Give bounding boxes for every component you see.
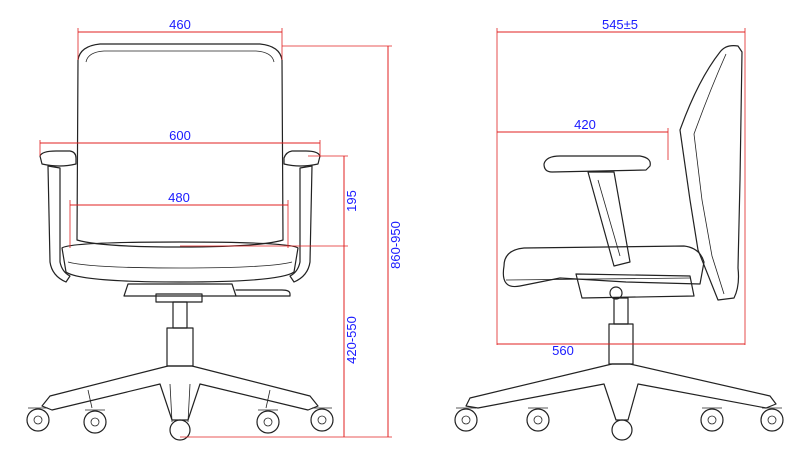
side-arm-post xyxy=(587,171,631,267)
front-gas-cylinder-upper xyxy=(172,301,188,329)
dim-base-depth-text: 560 xyxy=(552,343,574,358)
side-seat-bottom xyxy=(505,277,691,281)
front-base-legs xyxy=(87,383,271,423)
front-left-arm-post xyxy=(47,165,71,283)
side-arm-post-inner xyxy=(597,179,621,257)
front-base xyxy=(41,365,319,421)
front-mechanism-block xyxy=(155,293,203,303)
front-right-armrest xyxy=(283,150,321,167)
dim-arm-height-text: 195 xyxy=(344,190,359,212)
front-seat-edge xyxy=(67,261,293,269)
front-casters xyxy=(26,407,334,441)
side-mechanism xyxy=(575,273,695,299)
front-backrest xyxy=(76,43,284,248)
side-view: 545±5 420 560 xyxy=(454,17,784,441)
side-gas-cylinder-upper xyxy=(613,297,629,325)
dim-seat-width-text: 480 xyxy=(168,190,190,205)
front-seat xyxy=(61,241,299,283)
side-armrest-pad xyxy=(543,155,651,173)
front-gas-cylinder-lower xyxy=(166,327,194,367)
side-casters xyxy=(454,407,784,441)
dim-seat-height-text: 420-550 xyxy=(344,316,359,364)
front-view: 460 600 480 195 420-550 860-950 xyxy=(26,17,403,441)
dim-overall-height-text: 860-950 xyxy=(388,221,403,269)
side-base xyxy=(465,363,777,421)
dim-overall-depth-text: 545±5 xyxy=(602,17,638,32)
front-left-armrest xyxy=(39,150,77,167)
side-mechanism-knob xyxy=(609,286,623,300)
front-backrest-inner xyxy=(85,50,275,63)
dim-back-width-text: 460 xyxy=(169,17,191,32)
dim-arm-depth-text: 420 xyxy=(574,117,596,132)
side-backrest-inner xyxy=(693,53,727,295)
side-backrest xyxy=(679,45,743,301)
dim-arm-width-text: 600 xyxy=(169,128,191,143)
front-lever xyxy=(235,289,291,297)
front-right-arm-post xyxy=(289,165,313,283)
side-seat xyxy=(502,245,705,288)
